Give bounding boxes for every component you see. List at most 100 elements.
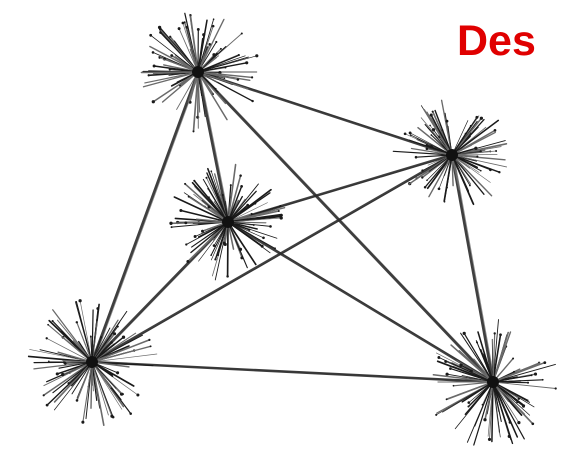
node-spoke-tip	[404, 132, 407, 135]
node-spoke-tip	[81, 421, 84, 424]
node-spoke-tip	[216, 53, 218, 55]
node-spoke-tip	[96, 307, 99, 310]
node-spoke-tip	[424, 186, 427, 189]
node-spoke-tip	[262, 236, 265, 239]
node-spoke-tip	[169, 36, 171, 38]
node-spoke-tip	[441, 129, 443, 131]
node-spoke-tip	[534, 373, 537, 376]
node-spoke-tip	[158, 57, 160, 59]
node-spoke-tip	[215, 41, 217, 43]
node-spoke-tip	[136, 393, 139, 396]
node-spoke-tip	[76, 321, 78, 323]
node-spoke-tip	[186, 26, 189, 29]
node-spoke-tip	[122, 393, 124, 395]
node-spoke-tip	[469, 184, 471, 186]
node-spoke-tip	[543, 361, 546, 364]
edge-top-bottom-left	[92, 72, 198, 362]
node-spoke-tip	[237, 78, 239, 80]
node-spoke-tip	[495, 150, 497, 152]
node-spoke-tip	[184, 221, 187, 224]
node-spoke-tip	[467, 405, 469, 407]
node-spoke-tip	[421, 176, 423, 178]
edges-layer	[92, 72, 495, 382]
node-spoke-tip	[527, 399, 529, 401]
node-spoke-tip	[512, 358, 514, 360]
node-spoke-tip	[421, 169, 423, 171]
node-spoke-tip	[274, 247, 276, 249]
node-spoke-tip	[90, 336, 92, 338]
edge-center-bottom-left	[94, 222, 230, 362]
node-spoke-tip	[185, 243, 187, 245]
node-spoke-tip	[475, 116, 478, 119]
node-spoke-tip	[438, 187, 441, 190]
node-spoke-tip	[186, 260, 189, 263]
node-spoke-tip	[251, 100, 253, 102]
node-spoke-tip	[212, 25, 215, 28]
node-spoke-tip	[483, 418, 486, 421]
node-spoke-tip	[197, 28, 200, 31]
node-spoke-tip	[148, 74, 150, 76]
node-spoke-tip	[241, 32, 243, 34]
node-spoke-tip	[255, 54, 258, 57]
node-spoke-tip	[426, 179, 428, 181]
node-spoke-tip	[201, 230, 204, 233]
edge-bottom-left-right	[92, 155, 452, 362]
node-spoke-tip	[279, 205, 281, 207]
node-spoke-tip	[494, 129, 497, 132]
node-spoke-tip	[239, 174, 242, 177]
node-spoke-tip	[410, 134, 412, 136]
node-spoke-tip	[251, 213, 253, 215]
node-spoke-tip	[194, 235, 197, 238]
node-spoke-tip	[152, 100, 155, 103]
node-spoke-tip	[517, 421, 520, 424]
node-spoke-tip	[169, 222, 172, 225]
node-spoke-tip	[409, 131, 412, 134]
node-spoke-tip	[188, 196, 190, 198]
node-spoke-tip	[117, 326, 119, 328]
node-spoke-tip	[184, 183, 186, 185]
node-spoke-tip	[474, 147, 477, 150]
edge-bottom-left-right	[94, 155, 454, 362]
node-spoke-tip	[527, 382, 529, 384]
node-spoke-tip	[47, 324, 49, 326]
node-spoke-tip	[437, 356, 440, 359]
node-spoke-tip	[480, 117, 483, 120]
node-core	[222, 216, 234, 228]
node-spoke-tip	[518, 398, 520, 400]
node-spoke-tip	[245, 61, 248, 64]
node-spoke-tip	[153, 65, 156, 68]
node-spoke-tip	[269, 225, 272, 228]
node-spoke-tip	[430, 114, 433, 117]
node-spoke-tip	[240, 185, 243, 188]
node-spoke-tip	[43, 394, 45, 396]
node-spoke-tip	[76, 399, 79, 402]
node-spoke-tip	[426, 147, 429, 150]
node-spoke-tip	[488, 438, 491, 441]
node-spoke-tip	[159, 28, 161, 30]
node-spoke-tip	[429, 125, 431, 127]
node-core	[446, 149, 458, 161]
node-spoke-tip	[210, 254, 212, 256]
node-spoke-tip	[449, 367, 452, 370]
node-spoke-tip	[221, 194, 223, 196]
node-spoke-tip	[246, 204, 249, 207]
node-spoke-tip	[152, 51, 155, 54]
node-spoke-tip	[522, 405, 525, 408]
node-spoke-tip	[251, 76, 253, 78]
node-spoke-tip	[112, 375, 114, 377]
node-spoke-tip	[171, 226, 173, 228]
node-spoke-tip	[129, 412, 132, 415]
node-spoke-tip	[480, 170, 482, 172]
node-spoke-tip	[182, 22, 185, 25]
node-right	[393, 100, 506, 204]
node-spoke-tip	[230, 184, 232, 186]
node-spoke-tip	[210, 170, 212, 172]
node-spoke-tip	[494, 332, 496, 334]
node-spoke-tip	[46, 404, 49, 407]
node-spoke-tip	[208, 43, 211, 46]
node-spoke-tip	[61, 373, 64, 376]
node-spoke-tip	[430, 134, 432, 136]
node-spoke-tip	[432, 111, 434, 113]
node-spoke-tip	[111, 387, 113, 389]
